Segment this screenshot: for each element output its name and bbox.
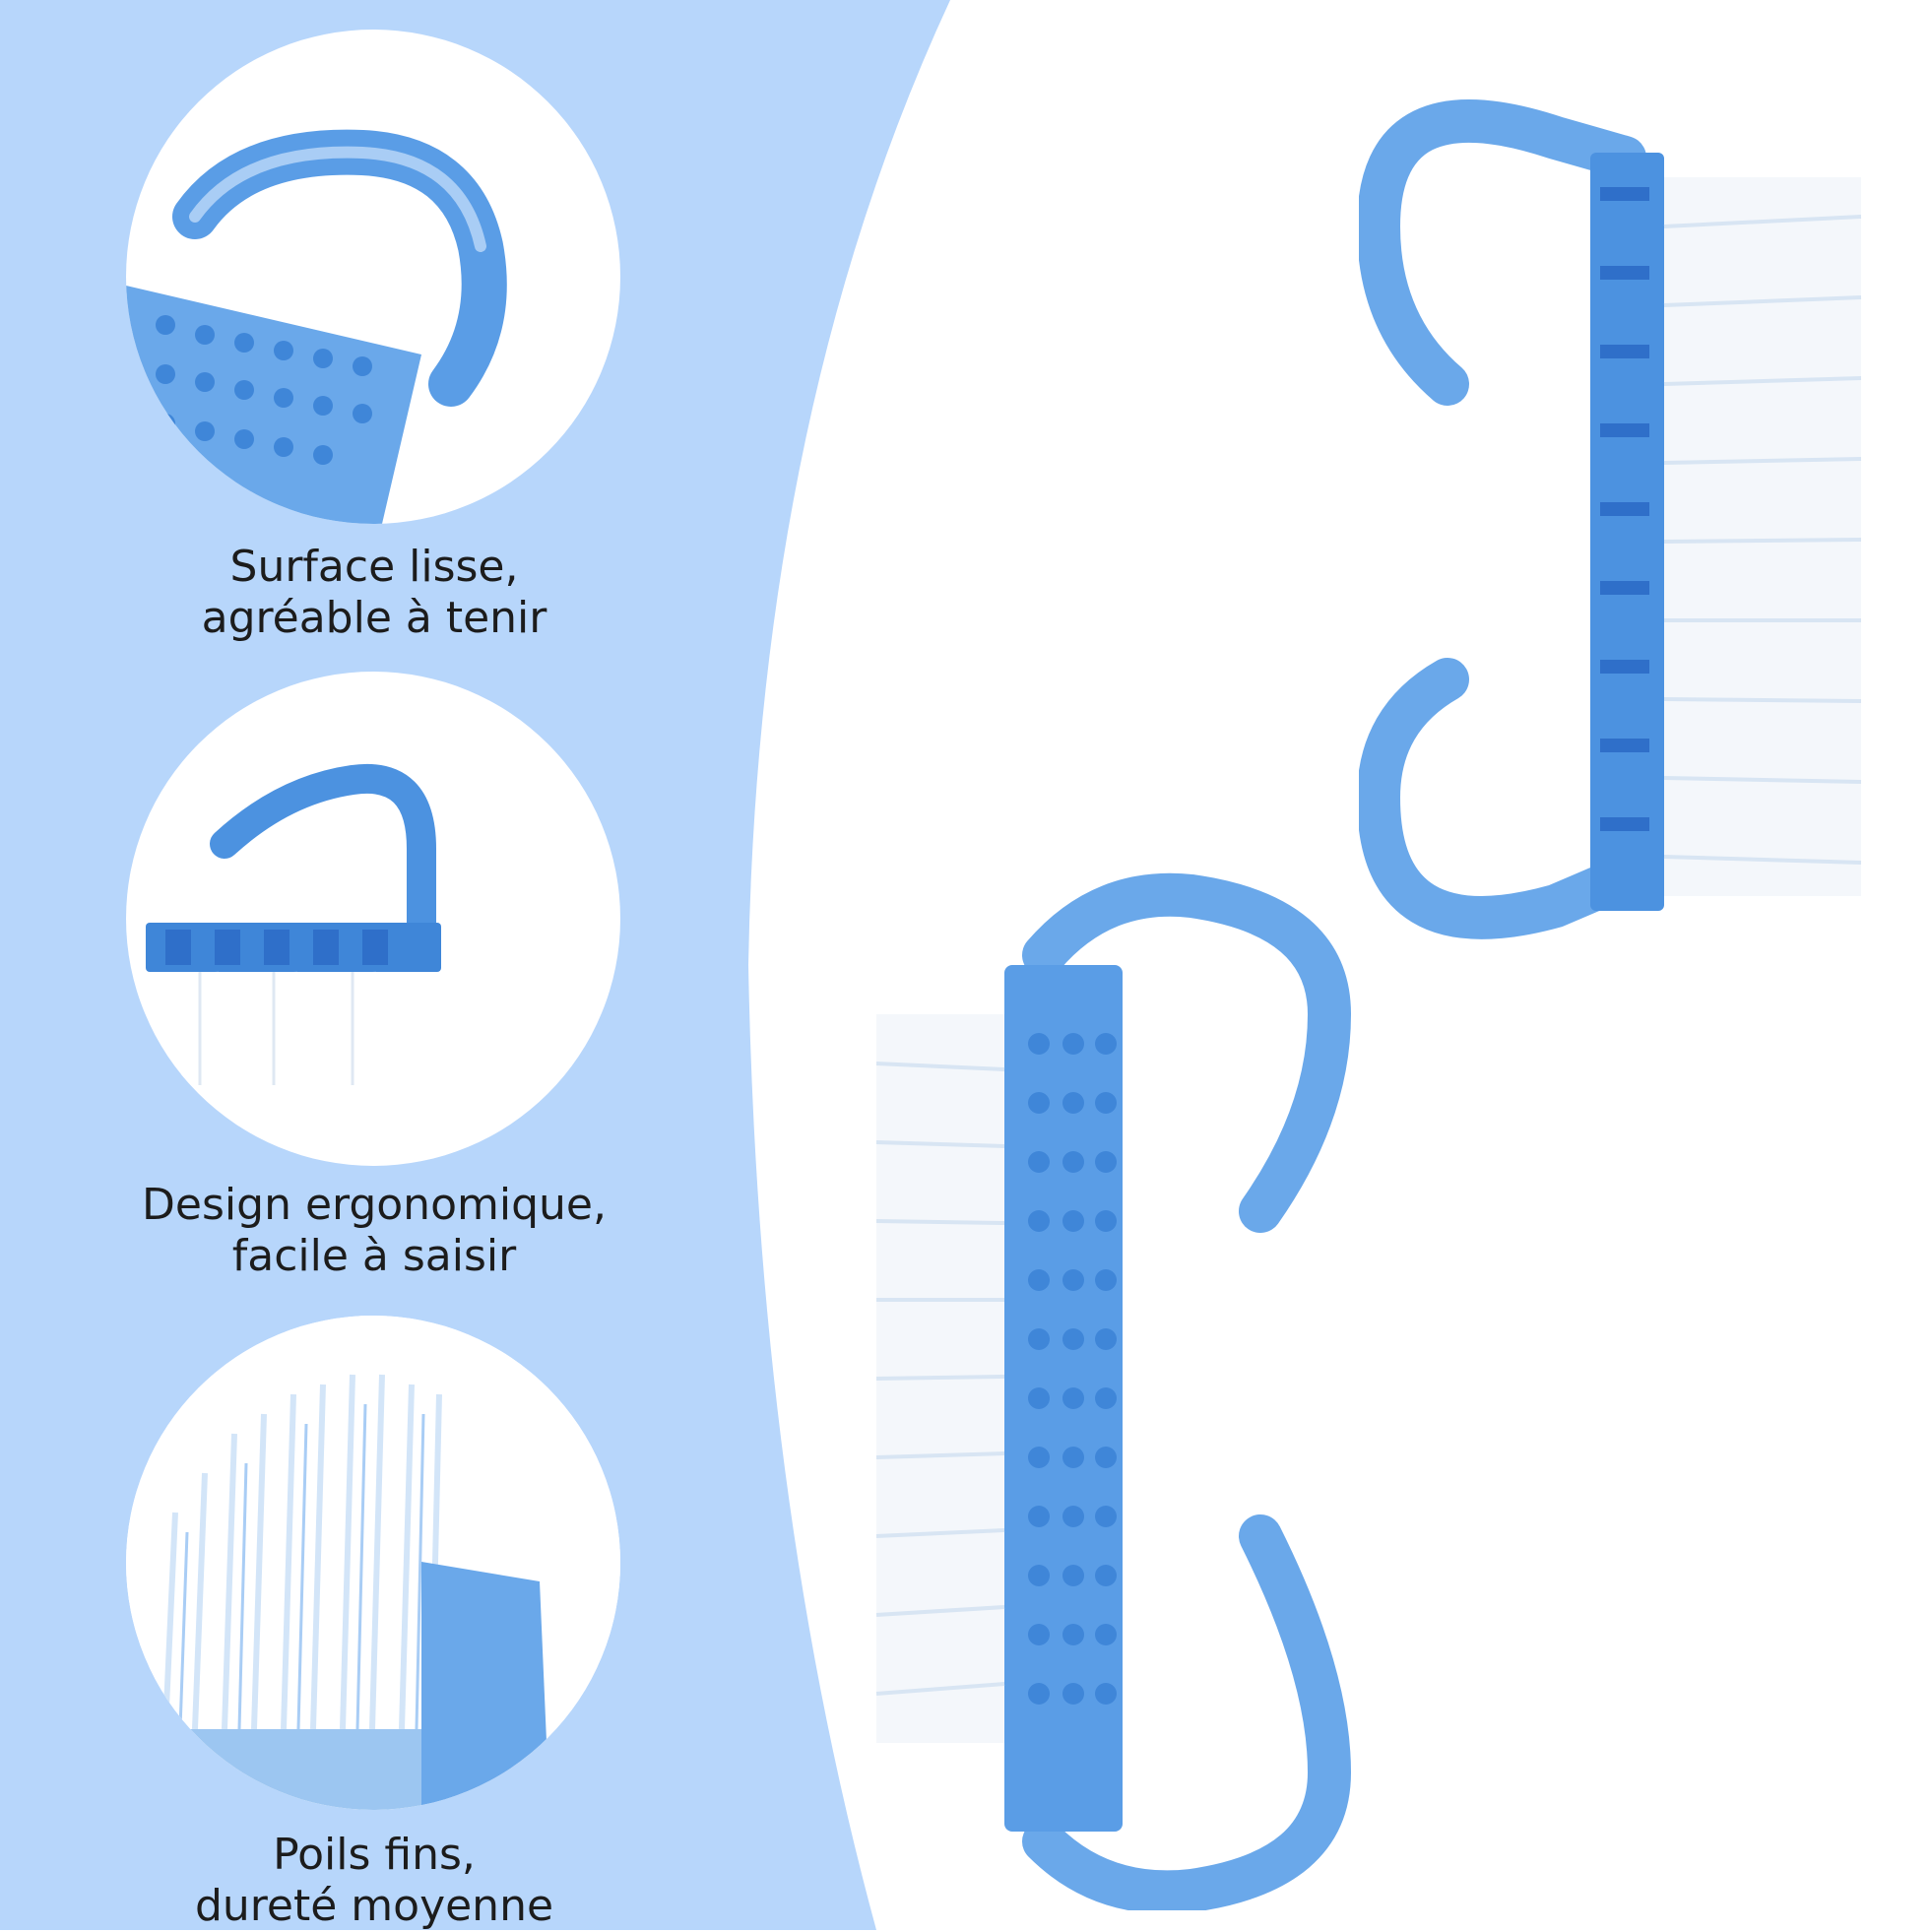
feature-caption-line: Design ergonomique, — [142, 1180, 607, 1230]
feature-caption-smooth-surface: Surface lisse, agréable à tenir — [59, 542, 689, 644]
feature-image-ergonomic-hook — [126, 672, 620, 1166]
feature-image-smooth-handle — [126, 30, 620, 524]
feature-caption-line: agréable à tenir — [201, 593, 547, 643]
feature-caption-line: Poils fins, — [273, 1830, 476, 1880]
nail-brush-upper — [1359, 98, 1862, 939]
feature-caption-line: Surface lisse, — [229, 542, 519, 592]
feature-caption-line: dureté moyenne — [194, 1881, 554, 1931]
feature-caption-ergonomic-design: Design ergonomique, facile à saisir — [59, 1180, 689, 1282]
feature-caption-line: facile à saisir — [231, 1231, 517, 1281]
feature-image-fine-bristles — [126, 1316, 620, 1810]
feature-caption-fine-bristles: Poils fins, dureté moyenne — [59, 1830, 689, 1932]
nail-brush-lower — [875, 872, 1352, 1910]
